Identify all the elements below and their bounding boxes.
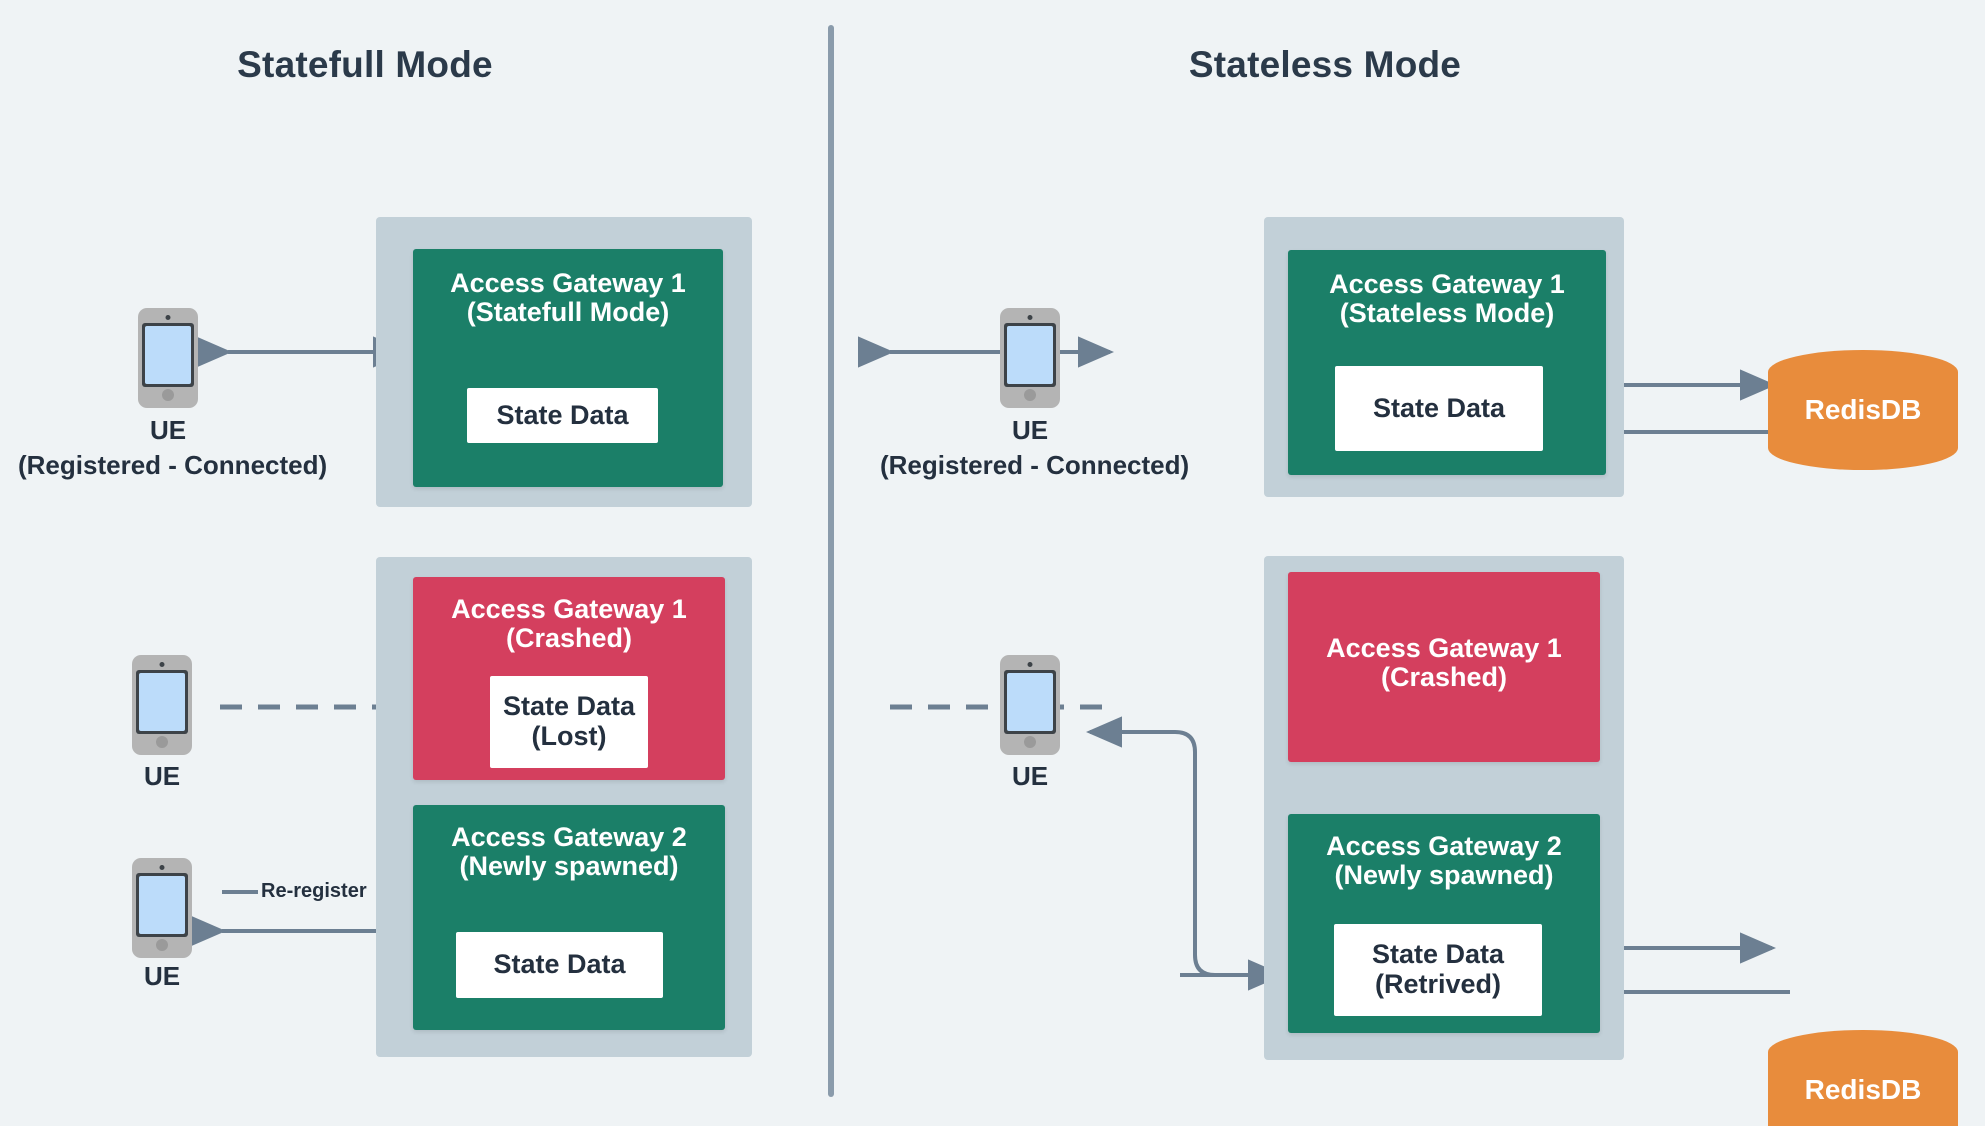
gateway-stateless-crashed[interactable]: Access Gateway 1 (Crashed)	[1288, 572, 1600, 762]
redis-db-bottom[interactable]: RedisDB	[1768, 1030, 1958, 1126]
state-data-lost-box: State Data (Lost)	[490, 676, 648, 768]
state-data-box: State Data	[1335, 366, 1543, 451]
phone-camera-dot	[1027, 315, 1033, 320]
phone-home-button	[156, 939, 168, 951]
ue-stateless-failure	[1000, 655, 1060, 755]
phone-screen	[139, 876, 185, 934]
phone-screen	[145, 326, 191, 384]
phone-screen	[1007, 673, 1053, 731]
phone-home-button	[1024, 389, 1036, 401]
redis-db-label: RedisDB	[1804, 394, 1922, 425]
ue-label: UE	[143, 761, 181, 791]
statefull-mode-title: Statefull Mode	[237, 44, 493, 85]
gateway-title: Access Gateway 1 (Stateless Mode)	[1329, 269, 1565, 328]
phone-screen-frame	[1004, 670, 1056, 734]
phone-home-button	[162, 389, 174, 401]
redis-db-top[interactable]: RedisDB	[1768, 350, 1958, 470]
ue-label: UE	[149, 415, 187, 445]
phone-icon	[138, 308, 198, 408]
gateway-title: Access Gateway 1 (Statefull Mode)	[450, 268, 686, 327]
phone-screen	[139, 673, 185, 731]
phone-camera-dot	[165, 315, 171, 320]
phone-icon	[132, 655, 192, 755]
gateway-title: Access Gateway 2 (Newly spawned)	[451, 822, 687, 881]
phone-icon	[132, 858, 192, 958]
redis-db-label: RedisDB	[1804, 1074, 1922, 1105]
ue-sublabel: (Registered - Connected)	[880, 450, 1190, 480]
ue-statefull-reregister	[132, 858, 192, 958]
phone-screen-frame	[1004, 323, 1056, 387]
re-register-arrow-label: Re-register	[258, 880, 370, 903]
phone-camera-dot	[159, 662, 165, 667]
phone-icon	[1000, 655, 1060, 755]
ue-statefull-crashed	[132, 655, 192, 755]
phone-icon	[1000, 308, 1060, 408]
phone-screen	[1007, 326, 1053, 384]
gateway-title: Access Gateway 2 (Newly spawned)	[1326, 831, 1562, 890]
phone-camera-dot	[159, 865, 165, 870]
phone-home-button	[156, 736, 168, 748]
phone-camera-dot	[1027, 662, 1033, 667]
ue-statefull-normal	[138, 308, 198, 408]
phone-screen-frame	[136, 670, 188, 734]
gateway-statefull-mode[interactable]: Access Gateway 1 (Statefull Mode)	[413, 249, 723, 487]
stateless-mode-title: Stateless Mode	[1188, 44, 1462, 85]
center-divider	[828, 25, 834, 1097]
cylinder-top	[1768, 350, 1958, 394]
ue-label: UE	[143, 961, 181, 991]
gateway-title: Access Gateway 1 (Crashed)	[1326, 633, 1562, 692]
state-data-retrieved-box: State Data (Retrived)	[1334, 924, 1542, 1016]
phone-home-button	[1024, 736, 1036, 748]
gateway-title: Access Gateway 1 (Crashed)	[451, 594, 687, 653]
state-data-box: State Data	[467, 388, 658, 443]
cylinder-top	[1768, 1030, 1958, 1074]
phone-screen-frame	[136, 873, 188, 937]
ue-label: UE	[1011, 415, 1049, 445]
ue-label: UE	[1011, 761, 1049, 791]
phone-screen-frame	[142, 323, 194, 387]
ue-sublabel: (Registered - Connected)	[18, 450, 328, 480]
state-data-box: State Data	[456, 932, 663, 998]
ue-stateless-normal	[1000, 308, 1060, 408]
